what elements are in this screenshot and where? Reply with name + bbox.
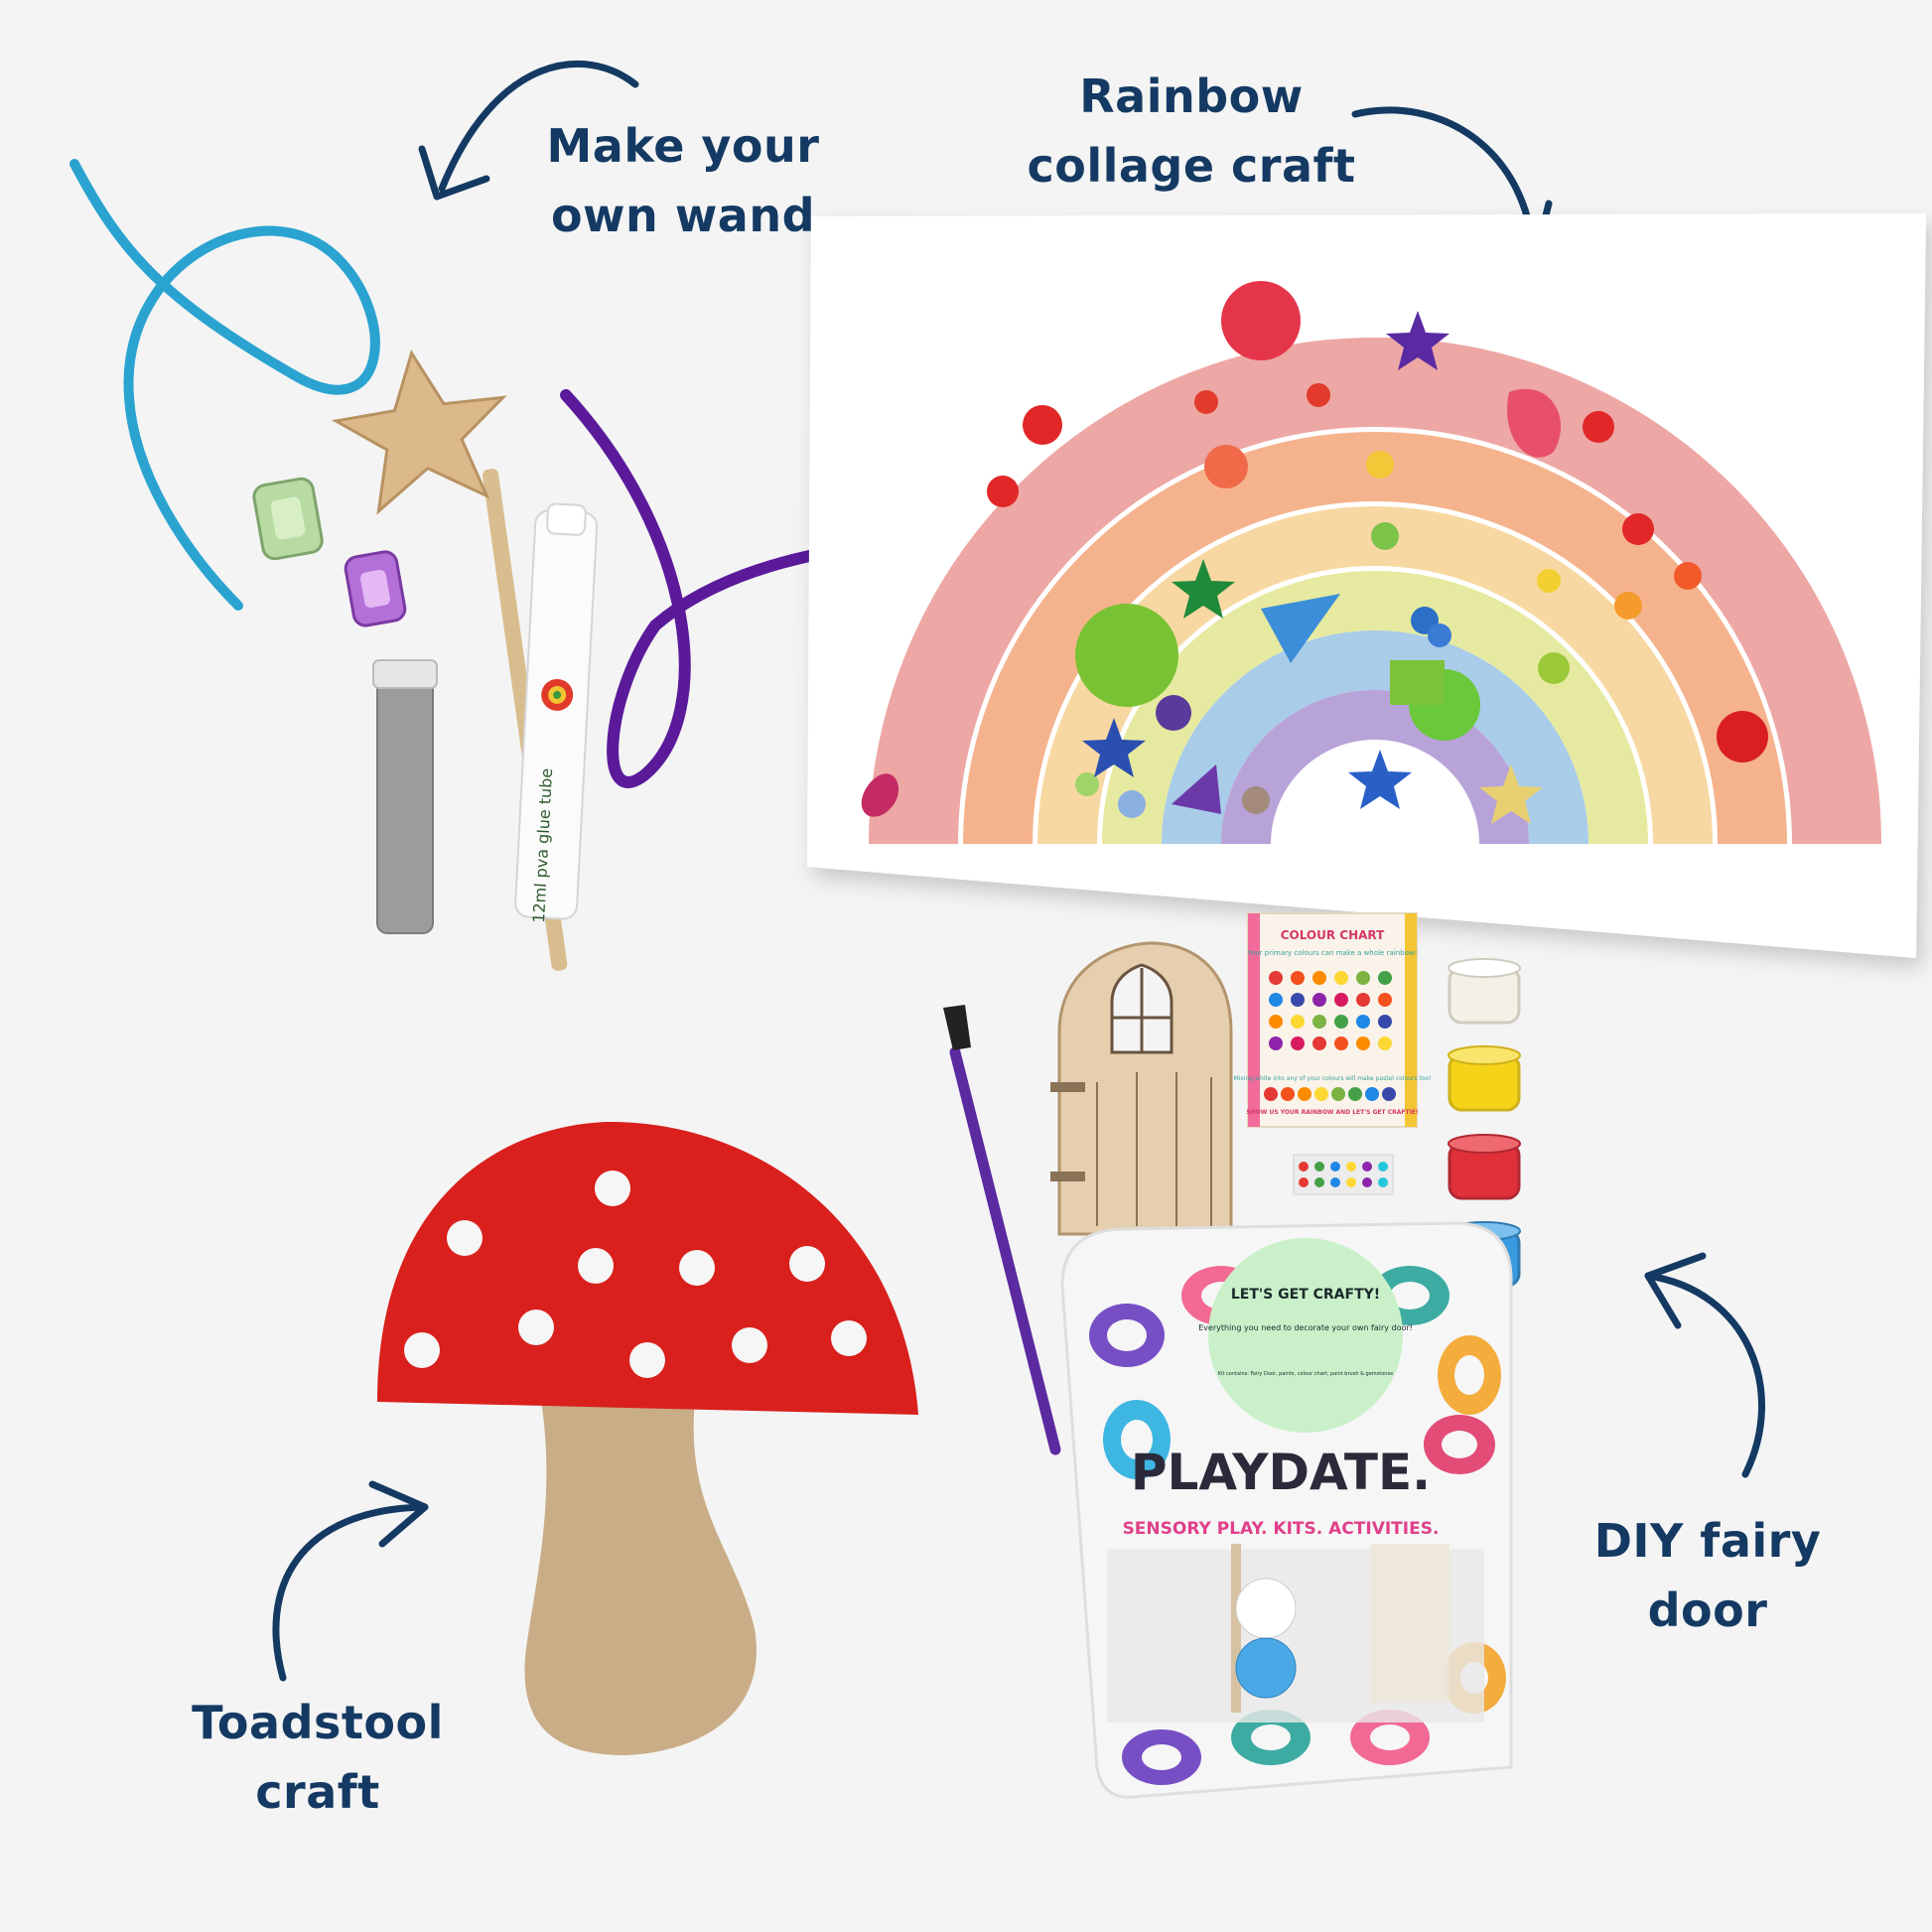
gemstone: [1330, 1177, 1340, 1187]
chart-swatch: [1291, 993, 1305, 1007]
sticker-small: Kit contains: Fairy Door, paints, colour…: [1218, 1371, 1394, 1377]
gemstone: [1362, 1177, 1372, 1187]
gemstone: [1314, 1162, 1324, 1172]
chart-swatch: [1291, 971, 1305, 985]
colour-chart-note: Mixing white into any of your colours wi…: [1233, 1075, 1431, 1082]
chart-swatch: [1281, 1087, 1295, 1101]
chart-swatch: [1291, 1015, 1305, 1029]
gemstone: [1362, 1162, 1372, 1172]
purple-ribbon: [560, 389, 929, 788]
blue-ribbon: [69, 159, 380, 611]
fairy-door: [1050, 941, 1233, 1236]
arrow-wand: [418, 60, 639, 201]
paint-pot-yellow: [1448, 1045, 1521, 1112]
label-make-your-own-wand: Make your own wand: [546, 119, 820, 242]
toadstool: [377, 1121, 918, 1755]
label-toadstool-craft: Toadstool craft: [192, 1696, 444, 1819]
chart-swatch: [1312, 1036, 1326, 1050]
chart-swatch: [1378, 971, 1392, 985]
label-diy-fairy-door: DIY fairy door: [1593, 1514, 1822, 1637]
chart-swatch: [1298, 1087, 1311, 1101]
glue-tube: [514, 502, 599, 920]
paint-pot-white: [1448, 958, 1521, 1025]
gemstone: [1314, 1177, 1324, 1187]
chart-swatch: [1334, 1015, 1348, 1029]
chart-swatch: [1269, 971, 1283, 985]
chart-swatch: [1314, 1087, 1328, 1101]
chart-swatch: [1348, 1087, 1362, 1101]
gemstone: [1299, 1162, 1309, 1172]
purple-gem: [344, 550, 407, 627]
colour-chart-card: [1247, 912, 1418, 1128]
gemstone: [1346, 1177, 1356, 1187]
chart-swatch: [1264, 1087, 1278, 1101]
gemstone: [1378, 1177, 1388, 1187]
arrow-door: [1644, 1252, 1765, 1478]
chart-swatch: [1378, 1036, 1392, 1050]
toadstool-spots: [404, 1171, 867, 1378]
brand-logo: PLAYDATE.: [1131, 1444, 1431, 1501]
arrow-toadstool: [272, 1480, 429, 1682]
chart-swatch: [1269, 1015, 1283, 1029]
chart-swatch: [1269, 993, 1283, 1007]
paint-brush: [943, 1005, 1061, 1455]
gemstone: [1346, 1162, 1356, 1172]
chart-swatch: [1356, 971, 1370, 985]
rainbow-collage: [861, 281, 1881, 845]
chart-swatch: [1291, 1036, 1305, 1050]
gem-sheet: [1293, 1154, 1394, 1195]
gemstone: [1378, 1162, 1388, 1172]
colour-chart-title: COLOUR CHART: [1281, 928, 1385, 942]
chart-swatch: [1365, 1087, 1379, 1101]
chart-swatch: [1356, 993, 1370, 1007]
chart-swatch: [1334, 1036, 1348, 1050]
paint-pot-red: [1448, 1134, 1521, 1200]
toadstool-cap: [377, 1121, 918, 1415]
chart-swatch: [1331, 1087, 1345, 1101]
chart-swatch: [1356, 1015, 1370, 1029]
chart-swatch: [1312, 1015, 1326, 1029]
chart-swatch: [1269, 1036, 1283, 1050]
chart-swatch: [1356, 1036, 1370, 1050]
sticker-text: Everything you need to decorate your own…: [1198, 1323, 1413, 1332]
green-gem: [252, 477, 324, 561]
chart-swatch: [1312, 971, 1326, 985]
brand-tagline: SENSORY PLAY. KITS. ACTIVITIES.: [1123, 1519, 1440, 1539]
sticker-title: LET'S GET CRAFTY!: [1231, 1287, 1380, 1303]
chart-swatch: [1378, 993, 1392, 1007]
playdate-package: [1060, 1221, 1513, 1799]
gemstone: [1330, 1162, 1340, 1172]
chart-swatch: [1312, 993, 1326, 1007]
chart-swatch: [1334, 971, 1348, 985]
colour-chart-footer: SHOW US YOUR RAINBOW AND LET'S GET CRAFT…: [1246, 1109, 1418, 1116]
colour-chart-subtitle: Your primary colours can make a whole ra…: [1247, 949, 1418, 957]
chart-swatch: [1382, 1087, 1396, 1101]
gemstone: [1299, 1177, 1309, 1187]
chart-swatch: [1334, 993, 1348, 1007]
glitter-tube: [372, 659, 438, 934]
label-rainbow-collage-craft: Rainbow collage craft: [1027, 69, 1356, 193]
chart-swatch: [1378, 1015, 1392, 1029]
toadstool-stem: [524, 1400, 757, 1755]
